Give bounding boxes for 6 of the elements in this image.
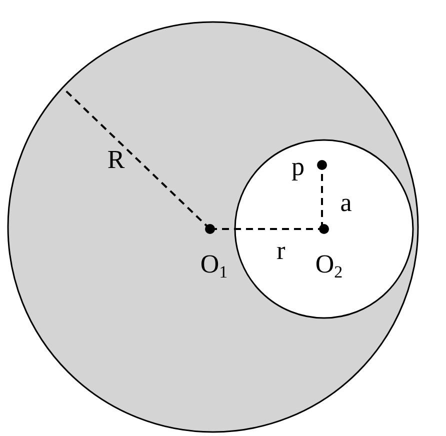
point-label: r (276, 238, 286, 264)
point-label: O$_{1}$ (200, 252, 228, 280)
point-label: a (340, 190, 352, 216)
point-label: R (107, 147, 125, 173)
point-label: p (292, 154, 304, 180)
point-label: O$_{2}$ (315, 252, 343, 280)
